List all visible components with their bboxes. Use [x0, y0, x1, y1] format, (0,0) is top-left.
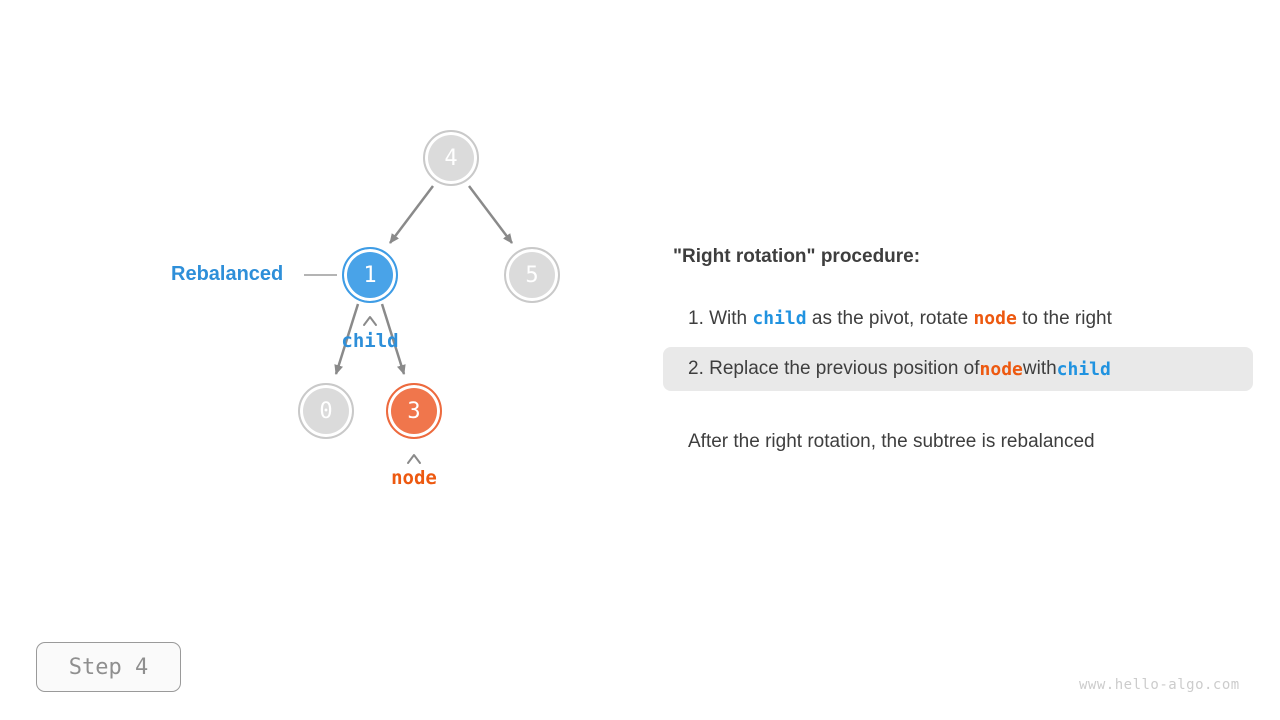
tree-node-0: 0: [298, 383, 354, 439]
step2-text-mid: with: [1022, 358, 1057, 379]
rebalanced-label: Rebalanced: [171, 263, 284, 285]
step1-text-post: to the right: [1016, 308, 1112, 329]
edge-4-to-1: [389, 185, 434, 244]
edge-4-to-5: [468, 185, 513, 244]
tree-node-5: 5: [504, 247, 560, 303]
caret-up-node: [407, 454, 421, 464]
step2-code-node: node: [979, 358, 1023, 380]
step1-text-mid: as the pivot, rotate: [806, 308, 974, 329]
step1-text-pre: 1. With: [688, 308, 753, 329]
step-counter-button[interactable]: Step 4: [36, 642, 181, 692]
procedure-step-2-highlighted: 2. Replace the previous position of node…: [663, 347, 1253, 391]
procedure-step-1: 1. With child as the pivot, rotate node …: [688, 308, 1112, 330]
step2-text-pre: 2. Replace the previous position of: [688, 358, 980, 379]
procedure-title: "Right rotation" procedure:: [673, 246, 921, 267]
watermark-url: www.hello-algo.com: [1079, 677, 1240, 693]
tree-node-4: 4: [423, 130, 479, 186]
caret-up-child: [363, 316, 377, 326]
tree-node-3: 3: [386, 383, 442, 439]
step2-code-child: child: [1056, 358, 1111, 380]
result-note: After the right rotation, the subtree is…: [688, 431, 1095, 452]
node-pointer-label: node: [391, 467, 437, 489]
child-pointer-label: child: [341, 330, 399, 352]
step1-code-node: node: [973, 308, 1017, 329]
step1-code-child: child: [752, 308, 807, 329]
tree-node-1: 1: [342, 247, 398, 303]
